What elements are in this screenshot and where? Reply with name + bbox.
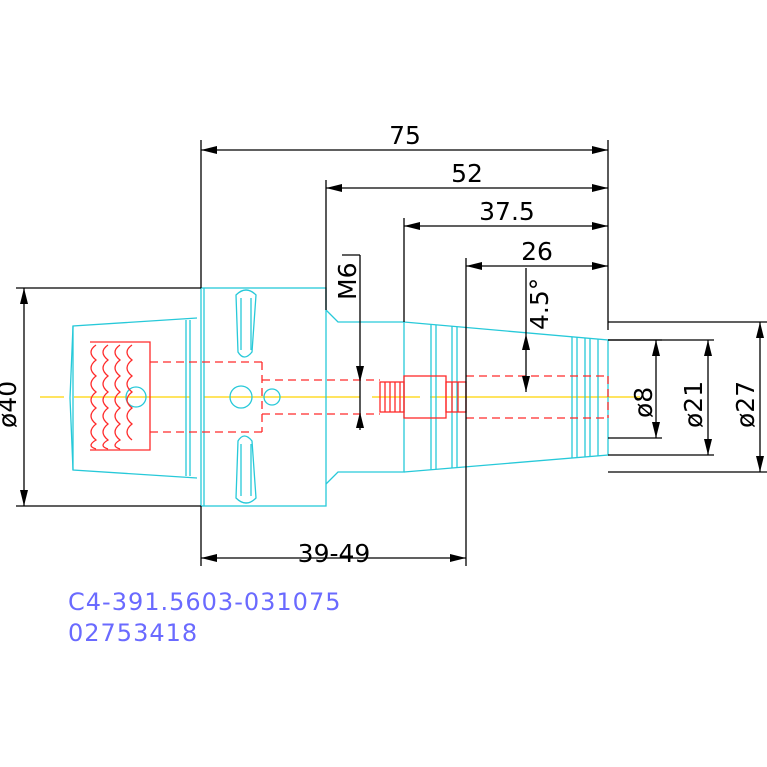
dimension-lines [16,140,767,566]
dim-52-label: 52 [451,159,483,188]
dim-75-label: 75 [389,121,421,150]
part-number: 02753418 [68,619,198,647]
part-code: C4-391.5603-031075 [68,588,341,616]
dim-thread-label: M6 [333,263,362,300]
dim-37-5-label: 37.5 [479,197,535,226]
internal-features [90,341,609,451]
dim-gauge-length-label: 39-49 [298,539,371,568]
dim-26-label: 26 [521,237,553,266]
dim-nose-dia-label: ø21 [679,381,708,428]
dimension-labels: 75 52 37.5 26 39-49 M6 4.5° ø40 ø8 ø21 ø… [0,121,760,568]
dim-bore-dia-label: ø8 [629,387,658,418]
dim-flange-dia-label: ø40 [0,381,22,428]
dim-taper-dia-label: ø27 [731,381,760,428]
dim-angle-label: 4.5° [525,278,554,330]
part-identifiers: C4-391.5603-031075 02753418 [68,588,341,647]
